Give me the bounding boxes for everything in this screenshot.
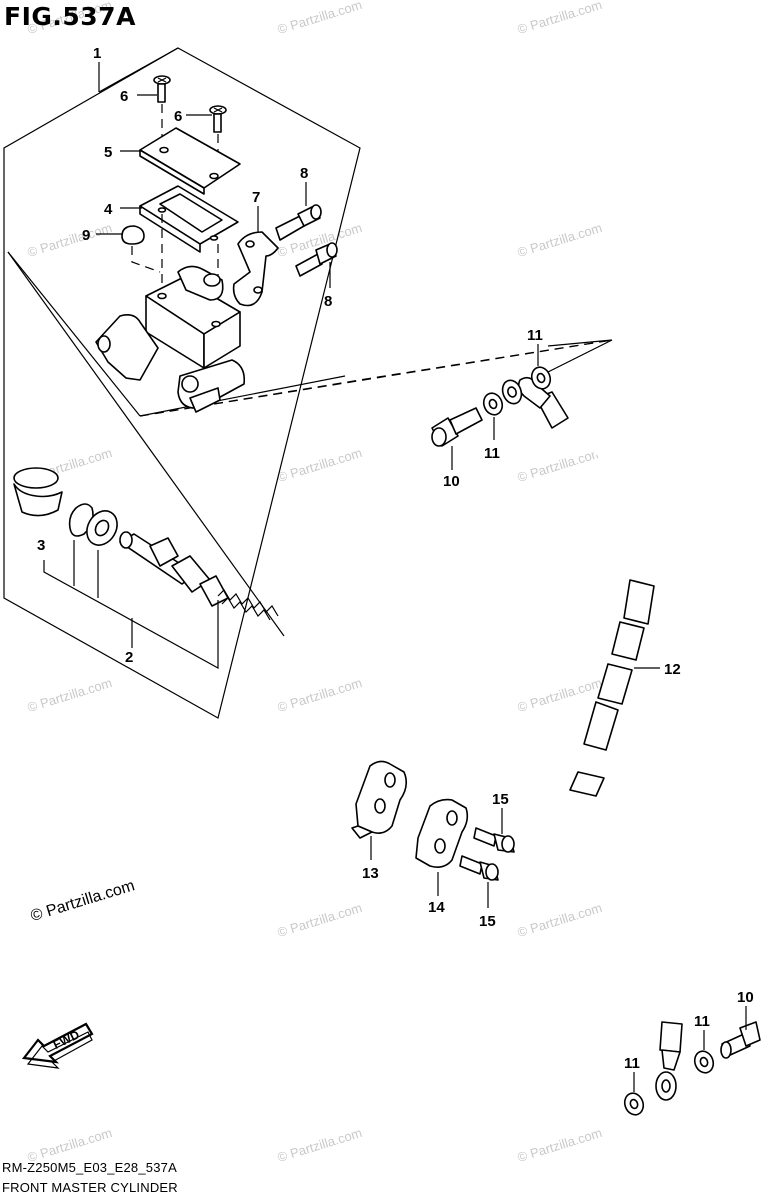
callout-4: 4 (104, 201, 113, 218)
diaphragm-plate-4 (139, 185, 239, 253)
screw-6a (153, 75, 171, 103)
piston (119, 531, 229, 607)
boot-cap-9 (121, 225, 145, 245)
callout-12: 12 (664, 661, 681, 678)
hose-guide-14 (415, 798, 469, 868)
union-bolt-10b (720, 1021, 761, 1059)
callout-15b: 15 (479, 913, 496, 930)
union-bolt-10a (431, 407, 483, 447)
washer (86, 510, 118, 546)
washer-11b (482, 392, 504, 416)
callout-14: 14 (428, 899, 445, 916)
callout-11d: 11 (624, 1055, 640, 1072)
inner-line (139, 375, 346, 417)
callout-11b: 11 (484, 445, 500, 462)
callout-7: 7 (252, 189, 260, 206)
figure-name: FRONT MASTER CYLINDER (2, 1180, 178, 1195)
washer-11d (623, 1092, 645, 1116)
callout-13: 13 (362, 865, 379, 882)
brake-hose-12 (501, 376, 683, 1101)
callout-1: 1 (93, 45, 101, 62)
washer-11c (693, 1050, 715, 1074)
bolt-15a (473, 827, 515, 853)
master-cylinder-body (95, 265, 246, 413)
inner-line (7, 251, 141, 417)
fwd-arrow-icon: FWD (21, 1022, 94, 1069)
callout-8a: 8 (300, 165, 308, 182)
callout-6b: 6 (174, 108, 182, 125)
callout-8b: 8 (324, 293, 332, 310)
inner-line (547, 339, 613, 373)
inner-line (7, 251, 285, 637)
assembly-frame (3, 47, 361, 719)
washer-11a (530, 366, 552, 390)
callout-9: 9 (82, 227, 90, 244)
figure-title: FIG.537A (4, 2, 136, 31)
boot-3 (13, 467, 63, 517)
model-code: RM-Z250M5_E03_E28_537A (2, 1160, 177, 1175)
hose-guide-13 (351, 760, 408, 839)
inner-line (547, 339, 613, 347)
callout-2: 2 (125, 649, 133, 666)
callout-11a: 11 (527, 327, 543, 344)
callout-11c: 11 (694, 1013, 710, 1030)
dash-line (131, 246, 161, 273)
spring (217, 589, 279, 621)
callout-3: 3 (37, 537, 45, 554)
callout-5: 5 (104, 144, 112, 161)
leader-1-frame (98, 47, 179, 93)
reservoir-cap-5 (139, 127, 241, 195)
leader-2-bracket (43, 560, 219, 670)
callout-6a: 6 (120, 88, 128, 105)
screw-6b (209, 105, 227, 133)
dash-line (139, 339, 613, 417)
callout-15a: 15 (492, 791, 509, 808)
bolt-15b (459, 855, 499, 881)
holder-clamp-7 (232, 231, 279, 307)
bolt-8b (295, 242, 338, 277)
bolt-8a (275, 204, 322, 241)
callout-10a: 10 (443, 473, 460, 490)
callout-10b: 10 (737, 989, 754, 1006)
